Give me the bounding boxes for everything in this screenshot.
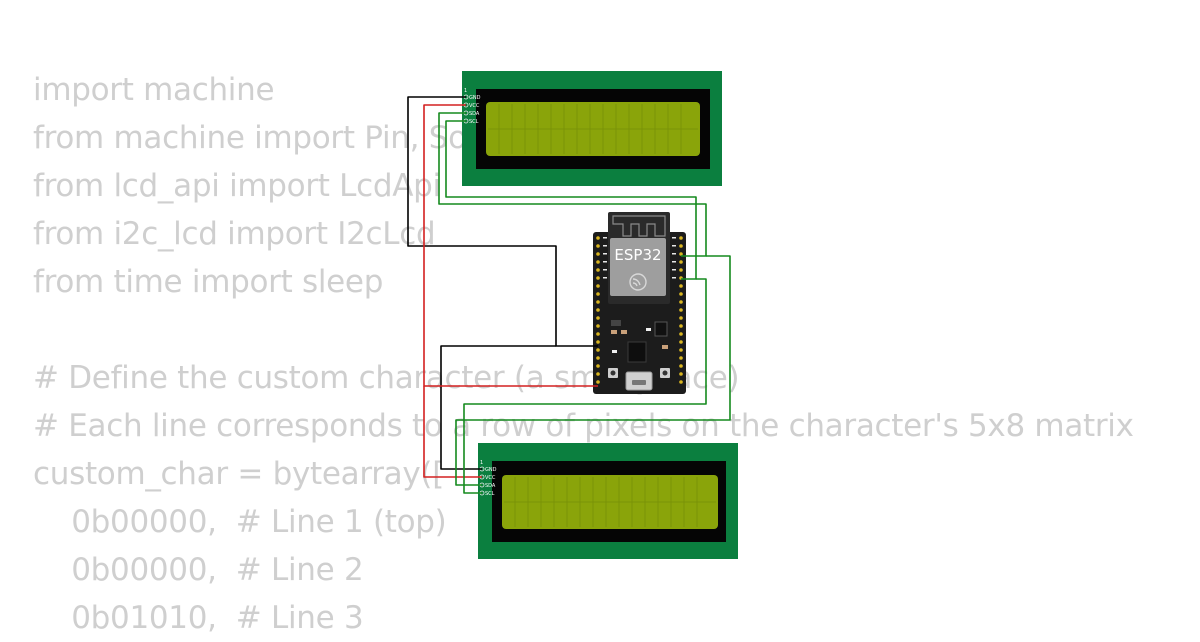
smd-capacitor bbox=[612, 350, 617, 353]
boot-button-cap bbox=[610, 370, 616, 376]
code-line: import machine bbox=[33, 72, 275, 108]
pin-header-left bbox=[596, 236, 600, 384]
lcd-display-top[interactable]: 1 GND VCC SDA SCL bbox=[462, 71, 722, 186]
micro-usb-opening bbox=[632, 380, 646, 385]
lcd-character-grid bbox=[488, 104, 698, 154]
lcd-pin1-marker: 1 bbox=[464, 88, 467, 94]
code-line: from lcd_api import LcdApi bbox=[33, 168, 441, 204]
code-line: 0b00000, # Line 1 (top) bbox=[33, 504, 447, 540]
wire-sda-top[interactable] bbox=[438, 112, 707, 257]
pin-label: VCC bbox=[485, 475, 496, 481]
code-line: custom_char = bytearray([ bbox=[33, 456, 445, 492]
pin-label: GND bbox=[485, 467, 497, 473]
wire-vcc-group bbox=[423, 104, 598, 478]
chip-label: ESP32 bbox=[614, 246, 661, 264]
code-line: 0b00000, # Line 2 bbox=[33, 552, 364, 588]
wire-sda-bottom[interactable] bbox=[455, 255, 731, 486]
wire-vcc-top[interactable] bbox=[423, 104, 598, 387]
pin-label: SCL bbox=[469, 119, 479, 125]
smd-resistor bbox=[662, 345, 668, 349]
smd-resistor bbox=[621, 330, 627, 334]
code-line: from time import sleep bbox=[33, 264, 384, 300]
espressif-logo-icon bbox=[629, 273, 647, 291]
usb-uart-chip bbox=[627, 341, 647, 363]
reset-button-cap bbox=[662, 370, 668, 376]
lcd-display-bottom[interactable]: 1 GND VCC SDA SCL bbox=[478, 443, 738, 559]
lcd-pin1-marker: 1 bbox=[480, 460, 483, 466]
wire-gnd-group bbox=[407, 96, 598, 470]
smd-component bbox=[611, 320, 621, 326]
esp32-module-can bbox=[610, 238, 666, 296]
wire-gnd-bottom[interactable] bbox=[440, 345, 556, 470]
pin-header-right bbox=[679, 236, 683, 384]
pin-label: SCL bbox=[485, 491, 495, 497]
voltage-regulator bbox=[654, 321, 668, 337]
code-line: # Each line corresponds to a row of pixe… bbox=[33, 408, 1134, 444]
wire-gnd-top[interactable] bbox=[407, 96, 598, 347]
wire-scl-top[interactable] bbox=[445, 120, 697, 280]
pin-label: SDA bbox=[469, 111, 480, 117]
wire-vcc-bottom[interactable] bbox=[423, 386, 482, 478]
wire-scl-bottom[interactable] bbox=[463, 278, 707, 494]
pin-label: GND bbox=[469, 95, 481, 101]
pin-silkscreen bbox=[603, 237, 676, 279]
esp32-devkit-board[interactable]: ESP32 bbox=[593, 212, 686, 394]
pin-label: VCC bbox=[469, 103, 480, 109]
smd-capacitor bbox=[646, 328, 651, 331]
lcd-character-grid bbox=[504, 477, 716, 527]
board-components bbox=[608, 320, 670, 391]
antenna-trace bbox=[612, 215, 666, 237]
smd-resistor bbox=[611, 330, 617, 334]
wire-signal-group bbox=[438, 112, 731, 494]
pin-label: SDA bbox=[485, 483, 496, 489]
